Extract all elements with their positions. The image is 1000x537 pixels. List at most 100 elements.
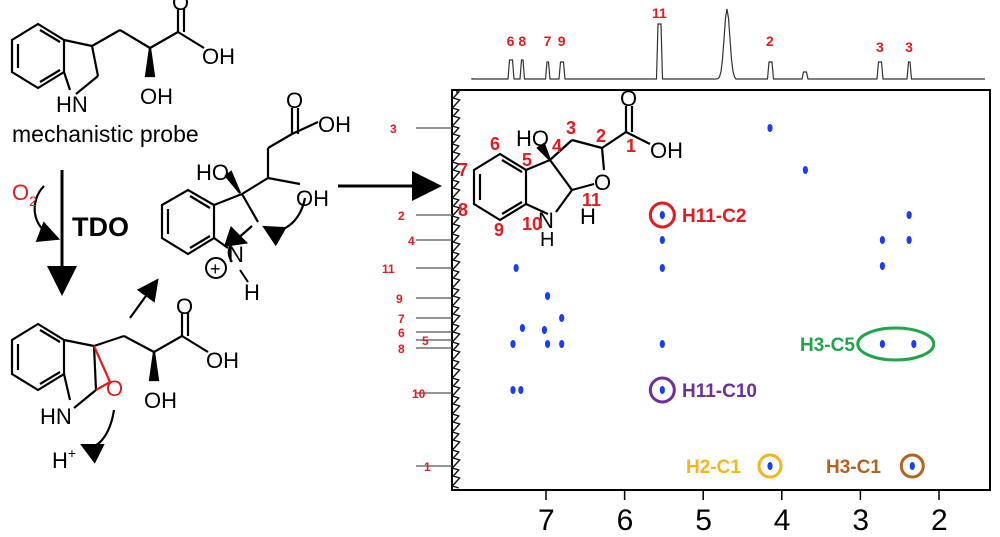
annotation-label: H2-C1	[686, 457, 741, 478]
top-peak-label: 3	[876, 39, 884, 55]
cross-peak	[659, 236, 665, 244]
left-tick-label: 6	[398, 326, 405, 340]
cross-peak	[559, 340, 565, 348]
epoxide-oxygen: O	[106, 376, 123, 401]
cross-peak	[541, 326, 548, 334]
epoxide-hn: HN	[40, 404, 72, 429]
epoxide-acid-oh: OH	[206, 348, 239, 373]
left-tick-label: 10	[412, 387, 426, 401]
top-peak-label: 3	[905, 39, 913, 55]
cross-peak	[879, 236, 886, 244]
atom-number: 7	[458, 160, 468, 180]
left-tick-label: 9	[396, 292, 403, 306]
cross-peak	[544, 340, 551, 348]
left-tick-label: 1	[424, 460, 431, 474]
intermediate-carbonyl-o: O	[286, 88, 303, 113]
atom-number: 8	[458, 200, 468, 220]
f2-tick-label: 5	[695, 504, 712, 537]
left-tick-label: 3	[390, 122, 397, 136]
cross-peak	[659, 264, 665, 272]
cross-peak	[519, 324, 526, 332]
left-tick-label: 8	[398, 342, 405, 356]
top-peak-label: 6	[507, 33, 515, 49]
cross-peak	[544, 292, 551, 300]
top-peak-label: 7	[544, 33, 552, 49]
annotation-marker	[899, 453, 925, 479]
product-ho: HO	[516, 126, 549, 151]
atom-number: 11	[582, 190, 601, 210]
intermediate-nh-h: H	[244, 280, 260, 305]
epoxide-structure	[10, 312, 209, 464]
cross-peak	[911, 340, 917, 348]
annotation-label: H3-C5	[800, 335, 855, 356]
annotation-marker	[757, 453, 783, 479]
o2-label: O2	[12, 180, 37, 209]
product-ring-o: O	[594, 170, 611, 195]
f2-tick-label: 4	[774, 504, 791, 537]
intermediate-acid-oh: OH	[318, 112, 351, 137]
tdo-label: TDO	[72, 212, 129, 242]
cross-peak	[879, 262, 886, 270]
annotation-marker	[648, 376, 676, 404]
atom-number: 6	[490, 134, 500, 154]
top-peak-label: 9	[558, 33, 566, 49]
top-peak-label: 2	[766, 33, 774, 49]
f2-tick-label: 3	[852, 504, 869, 537]
probe-acid-oh: OH	[202, 44, 235, 69]
annotation-marker	[856, 326, 936, 362]
tryptophan-probe-structure	[10, 8, 205, 95]
left-tick-label: 11	[382, 262, 395, 276]
cross-peak	[659, 340, 665, 348]
probe-caption: mechanistic probe	[12, 121, 199, 147]
epoxide-alcohol-oh: OH	[144, 388, 177, 413]
f2-tick-label: 2	[931, 504, 948, 537]
atom-number: 3	[566, 118, 576, 138]
atom-number: 9	[494, 220, 504, 240]
atom-number: 10	[522, 214, 542, 234]
cross-peak	[513, 264, 519, 272]
positive-charge: +	[210, 259, 221, 279]
cross-peak	[906, 211, 912, 219]
hmbc-plot-frame	[451, 89, 991, 491]
cross-peak	[767, 124, 773, 132]
annotation-label: H11-C2	[682, 206, 746, 227]
indoleninium-intermediate-structure	[160, 108, 319, 263]
product-nh-n: N	[538, 208, 554, 233]
intermediate-n: N	[228, 242, 244, 267]
f2-tick-label: 7	[538, 504, 555, 537]
cross-peak	[909, 462, 915, 470]
cross-peaks	[510, 124, 917, 470]
cross-peak	[510, 340, 516, 348]
atom-number: 1	[626, 136, 636, 156]
cross-peak	[518, 386, 524, 394]
cross-peak	[559, 314, 565, 322]
probe-carbonyl-o: O	[172, 0, 189, 15]
annotation-label: H3-C1	[826, 457, 881, 478]
atom-number: 2	[596, 126, 606, 146]
left-tick-label: 5	[422, 334, 429, 348]
intermediate-oh: OH	[296, 186, 329, 211]
cross-peak	[879, 340, 886, 348]
cross-peak	[767, 462, 773, 470]
product-structure	[472, 106, 651, 222]
annotation-marker	[648, 201, 676, 229]
intermediate-ho: HO	[196, 160, 229, 185]
annotation-label: H11-C10	[682, 381, 757, 402]
cross-peak	[906, 236, 912, 244]
product-carbonyl-o: O	[620, 86, 637, 111]
o2-curved-arrow	[33, 185, 61, 242]
probe-indole-hn: HN	[56, 92, 88, 117]
product-acid-oh: OH	[650, 138, 683, 163]
cross-peak	[659, 211, 665, 219]
top-peak-label: 8	[518, 33, 526, 49]
epoxide-carbonyl-o: O	[176, 294, 193, 319]
proton-label: H+	[52, 445, 76, 473]
cross-peak	[510, 386, 516, 394]
positive-charge-circle	[205, 257, 227, 279]
proton-1d-spectrum	[471, 8, 985, 80]
